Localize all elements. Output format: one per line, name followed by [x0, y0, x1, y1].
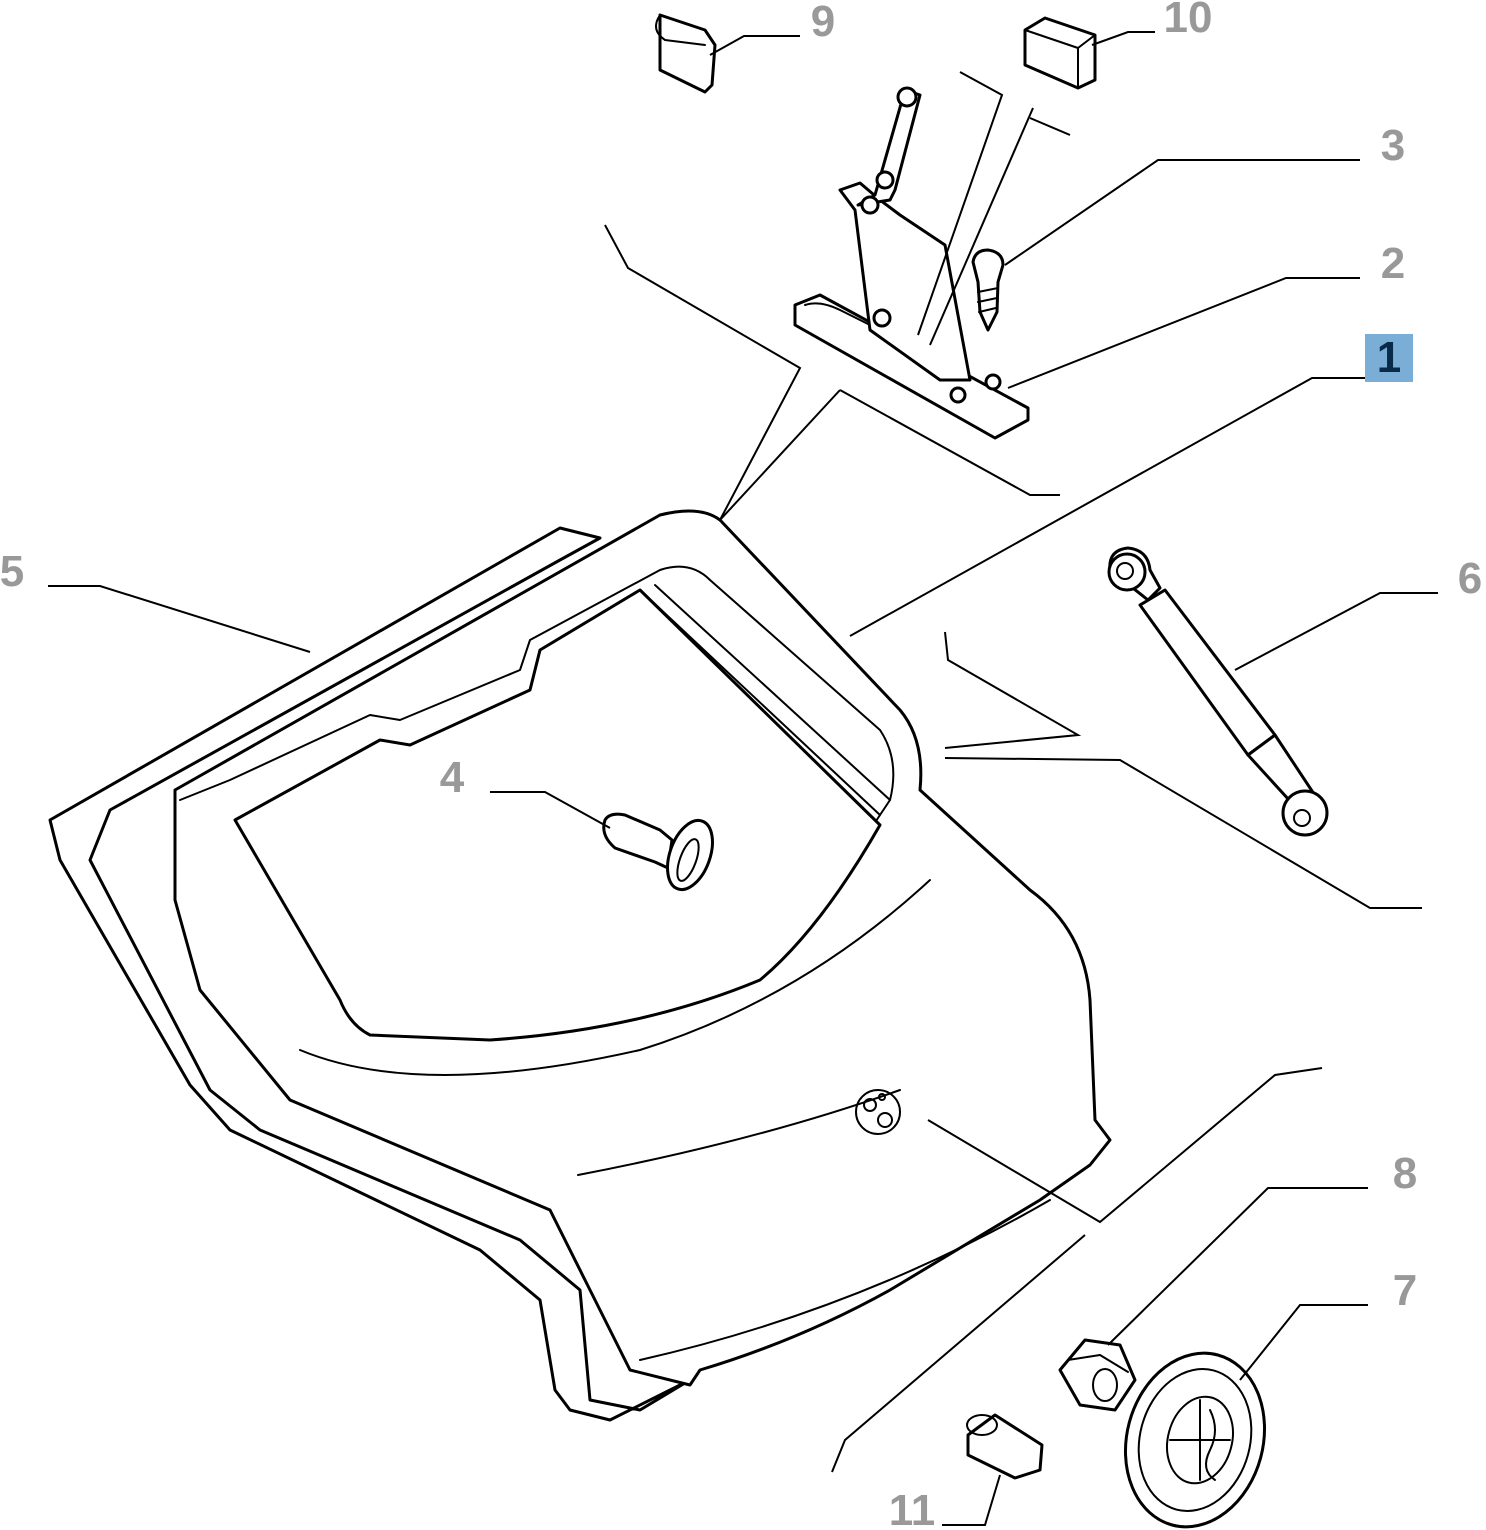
panel-crease-lower [577, 1089, 901, 1176]
cylinder-bush [966, 1413, 1044, 1480]
callout-1-highlight [1365, 334, 1413, 382]
window-opening [233, 588, 882, 1042]
callout-3[interactable]: 3 [1381, 121, 1405, 170]
tailgate-lower-edge [639, 1199, 1051, 1361]
callout-1[interactable]: 1 [1377, 333, 1401, 382]
callout-10[interactable]: 10 [1164, 0, 1213, 42]
callout-9[interactable]: 9 [811, 0, 835, 46]
badge-mount-hole-a [863, 1098, 877, 1112]
badge-mount-hole-c [878, 1093, 886, 1101]
hinge-bracket [793, 86, 1030, 440]
callout-11[interactable]: 11 [889, 1486, 936, 1530]
badge-mount-hole-b [877, 1112, 893, 1128]
callout-8[interactable]: 8 [1393, 1149, 1417, 1198]
gas-strut [1107, 546, 1329, 837]
badge-mount-hole [855, 1089, 901, 1135]
panel-crease [299, 879, 931, 1076]
callout-leaders [48, 31, 1438, 1526]
window-inner-edge-2 [654, 584, 891, 801]
callout-2[interactable]: 2 [1381, 239, 1405, 288]
callout-6[interactable]: 6 [1458, 554, 1482, 603]
glass-pin [602, 812, 714, 892]
tailgate-inner-frame [179, 565, 895, 831]
badge-nut [1058, 1338, 1137, 1412]
callout-4[interactable]: 4 [440, 753, 465, 802]
tailgate-panel [48, 509, 1112, 1422]
hinge-screw [971, 248, 1005, 332]
window-inner-edge [639, 589, 881, 816]
callout-7[interactable]: 7 [1393, 1266, 1417, 1315]
alfa-romeo-badge [1123, 1351, 1267, 1529]
assembly-lines [604, 71, 1422, 1473]
callout-5[interactable]: 5 [0, 547, 24, 596]
rubber-block [1023, 16, 1097, 90]
clip-part [655, 13, 717, 94]
seal-outline [48, 526, 692, 1422]
